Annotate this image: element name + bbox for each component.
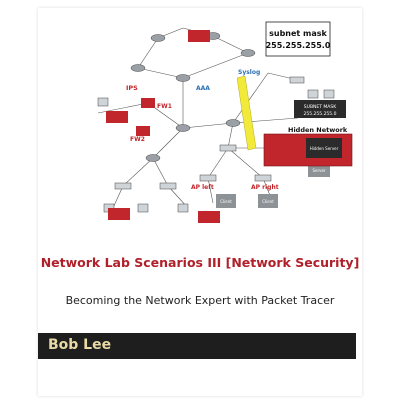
subnet-label-dark-title: SUBNET MASK: [304, 104, 337, 110]
network-diagram: subnet mask 255.255.255.0 SUBNET MASK 25…: [97, 21, 353, 223]
red-box-bottom-left: [108, 208, 130, 220]
fw2-label: FW2: [130, 136, 145, 143]
subnet-label-dark: [294, 100, 346, 118]
hidden-server-label: Hidden Server: [310, 146, 339, 151]
server-box: [308, 163, 330, 177]
subnet-label-dark-value: 255.255.255.0: [304, 111, 337, 117]
author-bar: Bob Lee: [38, 333, 356, 359]
book-title: Network Lab Scenarios III [Network Secur…: [40, 255, 360, 270]
ips-label: IPS: [126, 84, 138, 92]
subnet-callout-value: 255.255.255.0: [266, 41, 331, 50]
ap-right-label: AP right: [251, 184, 279, 191]
book-subtitle: Becoming the Network Expert with Packet …: [65, 294, 335, 307]
aaa-label: AAA: [196, 85, 210, 92]
fw1-label: FW1: [157, 103, 172, 110]
client-box-b: [258, 194, 278, 208]
book-author: Bob Lee: [48, 337, 112, 353]
routers: [130, 32, 256, 162]
ap-left-label: AP left: [191, 184, 214, 191]
client-label-a: Client: [220, 199, 232, 204]
book-cover: [38, 8, 362, 396]
red-box-top: [188, 30, 210, 42]
red-box-bottom: [198, 211, 220, 223]
client-box-a: [216, 194, 236, 208]
red-box-left: [106, 111, 128, 123]
client-label-b: Client: [262, 199, 274, 204]
switches: [97, 76, 335, 213]
hidden-network-label: Hidden Network: [288, 126, 348, 134]
hidden-server-box: [306, 138, 342, 158]
server-label-a: Server: [312, 168, 325, 173]
fw2-firewall: [136, 126, 150, 136]
syslog-label: Syslog: [238, 69, 260, 76]
fw1-firewall: [141, 98, 155, 108]
subnet-callout-title: subnet mask: [269, 29, 327, 38]
subnet-callout: [265, 21, 331, 57]
yellow-link: [236, 75, 257, 151]
